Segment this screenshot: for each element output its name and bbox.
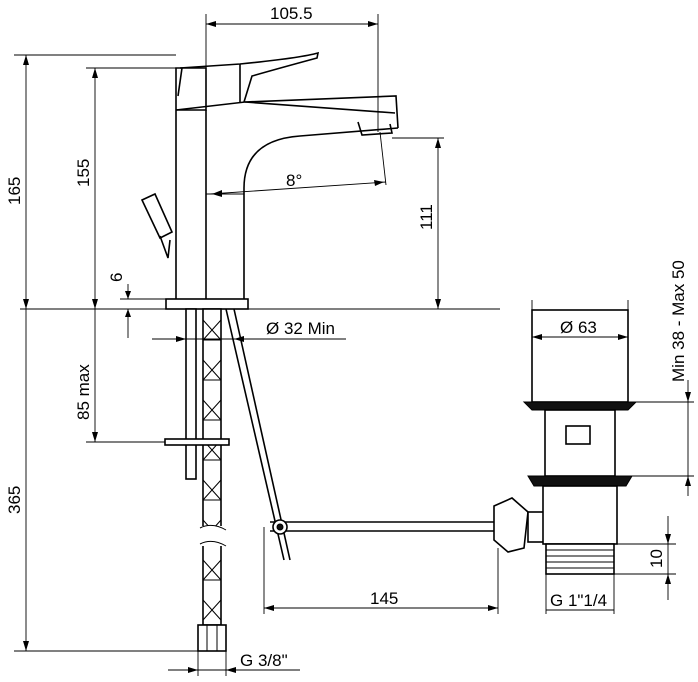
pop-up-rod xyxy=(270,497,547,553)
label-spout-angle: 8° xyxy=(286,171,302,190)
waste-assembly xyxy=(522,309,638,575)
label-counter-depth: 85 max xyxy=(74,364,93,420)
label-waste-thread: G 1"1/4 xyxy=(550,591,607,610)
label-hose-length: 365 xyxy=(5,486,24,514)
dimension-labels: 105.5 165 155 111 6 8° Ø 32 Min 85 max 3… xyxy=(5,4,688,670)
label-waste-range: Min 38 - Max 50 xyxy=(669,260,688,382)
label-total-height: 165 xyxy=(5,177,24,205)
label-pop-up-rod: 145 xyxy=(370,589,398,608)
label-outlet-height: 111 xyxy=(417,204,436,230)
under-counter xyxy=(164,308,291,652)
label-waste-thread-length: 10 xyxy=(647,549,666,568)
label-waste-diameter: Ø 63 xyxy=(560,318,597,337)
dimensions xyxy=(14,14,694,676)
label-overall-width: 105.5 xyxy=(270,4,313,23)
label-base-thickness: 6 xyxy=(107,273,126,282)
tap-body xyxy=(20,51,500,310)
label-hose-thread: G 3/8" xyxy=(240,651,288,670)
label-hole-diameter: Ø 32 Min xyxy=(266,319,335,338)
label-spout-top-height: 155 xyxy=(74,159,93,187)
